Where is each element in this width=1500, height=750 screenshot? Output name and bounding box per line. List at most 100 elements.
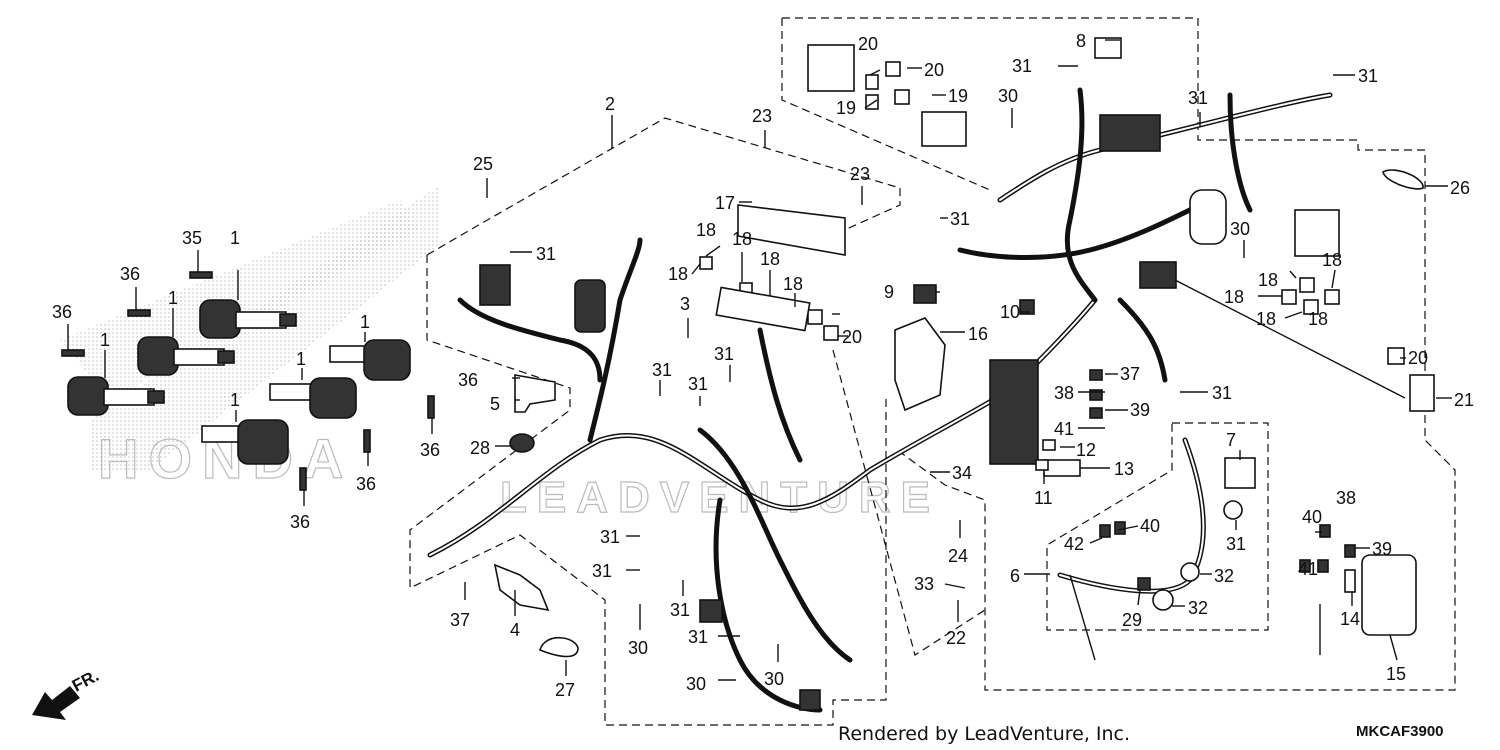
callout-label: 27 — [555, 680, 575, 700]
harness-frame-bottom — [409, 255, 887, 726]
harness-connector-a — [574, 279, 606, 333]
bolt-36-e — [363, 429, 371, 453]
callout-label: 31 — [536, 244, 556, 264]
relay-group — [699, 44, 1435, 412]
relay-box-right — [1294, 209, 1340, 257]
callout-label: 30 — [1230, 219, 1250, 239]
callout-label: 33 — [914, 574, 934, 594]
callout-label: 20 — [1408, 348, 1428, 368]
callout-label: 31 — [1358, 66, 1378, 86]
callout-label: 31 — [688, 627, 708, 647]
bracket-4 — [493, 563, 550, 612]
relay-box-top — [807, 44, 855, 92]
callout-label: 32 — [1214, 566, 1234, 586]
callout-label: 22 — [946, 628, 966, 648]
harness-frame-right — [832, 349, 986, 656]
fuse-12 — [1042, 439, 1056, 451]
callout-label: 18 — [1256, 309, 1276, 329]
callout-label: 31 — [714, 344, 734, 364]
ignition-coil-1 — [199, 299, 297, 339]
bracket-13 — [1043, 459, 1081, 477]
harness-connector-e — [1139, 261, 1177, 289]
callout-label: 36 — [52, 302, 72, 322]
callout-label: 18 — [696, 220, 716, 240]
callout-label: 31 — [1188, 88, 1208, 108]
junction-box — [1099, 114, 1161, 152]
cover-15 — [1361, 554, 1417, 636]
callout-label: 30 — [764, 669, 784, 689]
callout-label: 31 — [1226, 534, 1246, 554]
callout-label: 36 — [458, 370, 478, 390]
callout-label: 41 — [1298, 559, 1318, 579]
bracket-5 — [514, 374, 556, 413]
callout-label: 14 — [1340, 609, 1360, 629]
relay-20-c — [1387, 347, 1405, 365]
callout-label: 19 — [948, 86, 968, 106]
clip-29 — [1137, 577, 1151, 591]
callout-label: 23 — [850, 164, 870, 184]
callout-label: 31 — [1012, 56, 1032, 76]
fuse-14 — [1344, 569, 1356, 593]
callout-label: 18 — [1322, 250, 1342, 270]
callout-label: 3 — [680, 294, 690, 314]
callout-label: 5 — [490, 394, 500, 414]
callout-label: 15 — [1386, 664, 1406, 684]
relay-connector — [921, 111, 967, 147]
callout-label: 30 — [686, 674, 706, 694]
callout-label: 30 — [628, 638, 648, 658]
harness-frame-top — [426, 117, 901, 256]
callout-label: 31 — [600, 527, 620, 547]
battery-cable-frame — [1046, 422, 1269, 631]
callout-label: 35 — [182, 228, 202, 248]
harness-connector-d — [799, 689, 821, 711]
callout-label: 39 — [1372, 539, 1392, 559]
callout-label: 1 — [100, 330, 110, 350]
callout-label: 20 — [924, 60, 944, 80]
harness-connector-c — [699, 599, 723, 623]
callout-label: 37 — [1120, 364, 1140, 384]
relay-19-b — [894, 89, 910, 105]
callout-label: 37 — [450, 610, 470, 630]
cover-17 — [737, 204, 846, 256]
ignition-coil-5 — [269, 377, 357, 419]
callout-label: 1 — [360, 312, 370, 332]
callout-label: 29 — [1122, 610, 1142, 630]
ignition-coil-3 — [67, 376, 165, 416]
misc-parts — [493, 37, 1424, 658]
callout-label: 31 — [688, 374, 708, 394]
bolt-36-f — [299, 467, 307, 491]
callout-label: 21 — [1454, 390, 1474, 410]
assembly-frames — [409, 17, 1456, 726]
grommet-28 — [509, 433, 535, 453]
clamp-32-b — [1180, 562, 1200, 582]
callout-label: 9 — [884, 282, 894, 302]
credit-text: Rendered by LeadVenture, Inc. — [838, 723, 1130, 745]
callout-label: 13 — [1114, 459, 1134, 479]
main-harness-frame — [782, 17, 1456, 691]
callout-label: 32 — [1188, 598, 1208, 618]
capacitor — [1189, 189, 1227, 245]
fuse-11 — [1035, 459, 1049, 471]
callout-label: 26 — [1450, 178, 1470, 198]
callout-label: 1 — [230, 228, 240, 248]
bolt-36-d — [427, 395, 435, 419]
main-wire-harness — [427, 87, 1333, 713]
callout-label: 36 — [356, 474, 376, 494]
callout-label: 6 — [1010, 566, 1020, 586]
callout-label: 19 — [836, 98, 856, 118]
callout-label: 18 — [1258, 270, 1278, 290]
callout-label: 18 — [760, 249, 780, 269]
callout-label: 31 — [592, 561, 612, 581]
callout-label: 12 — [1076, 440, 1096, 460]
callout-label: 34 — [952, 463, 972, 483]
clip-9 — [913, 284, 937, 304]
callout-label: 11 — [1034, 488, 1053, 508]
band-27 — [539, 636, 579, 658]
callout-label: 31 — [950, 209, 970, 229]
relay-21 — [1409, 374, 1435, 412]
relay-20-b — [885, 61, 901, 77]
callout-label: 18 — [783, 274, 803, 294]
callout-label: 36 — [290, 512, 310, 532]
relay-20-a — [865, 74, 879, 90]
callout-label: 40 — [1140, 516, 1160, 536]
